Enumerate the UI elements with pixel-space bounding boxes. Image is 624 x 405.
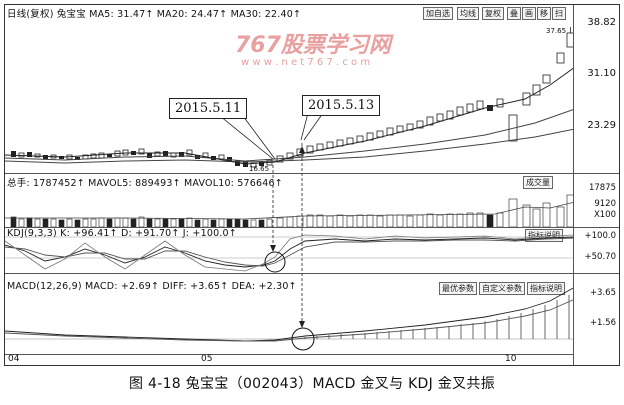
- price-tick-high: 38.82: [587, 17, 616, 28]
- kdj-tick-50: +50.70: [584, 252, 616, 262]
- callout-date-left: 2015.5.11: [169, 98, 248, 119]
- volume-chart: [5, 194, 575, 227]
- callout-date-right: 2015.5.13: [302, 95, 381, 116]
- macd-tick-high: +3.65: [589, 288, 616, 298]
- scan-button[interactable]: 扫: [552, 7, 566, 20]
- watermark-url: w w w . n e t 7 6 7 . c o m: [241, 57, 371, 68]
- right-axis-divider-2: [574, 227, 619, 228]
- price-tick-mid: 31.10: [587, 68, 616, 79]
- callout-right-pointer-2: [303, 112, 324, 141]
- macd-tick-low: +1.56: [589, 318, 616, 328]
- volume-panel-divider: [5, 173, 619, 174]
- crossover-connectors: [270, 143, 305, 328]
- kdj-tick-100: +100.0: [584, 231, 616, 241]
- optimal-params-button[interactable]: 最优参数: [439, 282, 477, 295]
- macd-panel-divider: [5, 273, 619, 274]
- callout-left-pointer: [219, 115, 274, 160]
- x-label-oct: 10: [505, 354, 517, 364]
- ma20-value: MA20: 24.47↑: [156, 9, 228, 20]
- chart-window: 日线(复权) 兔宝宝 MA5: 31.47↑ MA20: 24.47↑ MA30…: [4, 4, 620, 366]
- callout-right-pointer: [300, 112, 309, 141]
- kdj-info-line: KDJ(9,3,3) K: +96.41↑ D: +91.70↑ J: +100…: [7, 228, 237, 239]
- mavol5-line: [5, 201, 575, 220]
- move-button[interactable]: 移: [537, 7, 551, 20]
- kdj-j-line: [5, 234, 575, 272]
- x-label-apr: 04: [8, 354, 20, 364]
- price-info-line: 日线(复权) 兔宝宝 MA5: 31.47↑ MA20: 24.47↑ MA30…: [7, 6, 301, 20]
- figure-caption: 图 4-18 兔宝宝（002043）MACD 金叉与 KDJ 金叉共振: [128, 376, 496, 392]
- period-label: 日线(复权): [7, 9, 54, 20]
- volume-bars: [10, 194, 575, 227]
- kdj-panel-divider: [5, 227, 619, 228]
- volume-tick-high: 17875: [588, 183, 616, 193]
- volume-info-line: 总手: 1787452↑ MAVOL5: 889493↑ MAVOL10: 57…: [7, 178, 283, 189]
- stock-name: 兔宝宝: [56, 9, 86, 20]
- macd-help-button[interactable]: 指标说明: [527, 282, 565, 295]
- macd-histogram: [304, 295, 570, 339]
- ma20-line: [5, 108, 575, 162]
- kdj-chart: [5, 234, 575, 273]
- kdj-d-line: [5, 237, 575, 267]
- right-axis-divider-3: [574, 273, 619, 274]
- overlay-button[interactable]: 叠: [507, 7, 521, 20]
- callout-left-pointer-2: [242, 115, 276, 160]
- adjust-price-button[interactable]: 复权: [482, 7, 504, 20]
- price-tick-low: 23.29: [587, 120, 616, 131]
- price-low-label: 16.65: [249, 165, 270, 173]
- custom-params-button[interactable]: 自定义参数: [479, 282, 525, 295]
- kdj-k-line: [5, 236, 575, 268]
- volume-unit: X100: [593, 210, 616, 220]
- draw-button[interactable]: 画: [522, 7, 536, 20]
- right-axis-divider-1: [574, 173, 619, 174]
- x-axis-divider: [5, 354, 619, 355]
- ma30-value: MA30: 22.40↑: [230, 9, 302, 20]
- macd-diff-line: [5, 286, 575, 342]
- x-label-may: 05: [201, 354, 213, 364]
- macd-info-line: MACD(12,26,9) MACD: +2.69↑ DIFF: +3.65↑ …: [7, 281, 297, 292]
- volume-tick-mid: 9120: [594, 199, 616, 209]
- moving-average-button[interactable]: 均线: [457, 7, 479, 20]
- volume-type-button[interactable]: 成交量: [523, 176, 553, 189]
- macd-golden-cross-marker: [291, 327, 315, 351]
- right-axis: 38.82 31.10 23.29 17875 9120 X100 +100.0…: [573, 5, 619, 365]
- add-watchlist-button[interactable]: 加自选: [423, 7, 453, 20]
- kdj-golden-cross-marker: [264, 251, 286, 273]
- watermark-brand: 767股票学习网: [235, 33, 391, 58]
- macd-chart: [5, 286, 575, 351]
- ma5-value: MA5: 31.47↑: [89, 9, 154, 20]
- price-high-label: 37.65: [546, 27, 567, 35]
- ma30-line: [5, 128, 575, 164]
- macd-dea-line: [5, 298, 575, 342]
